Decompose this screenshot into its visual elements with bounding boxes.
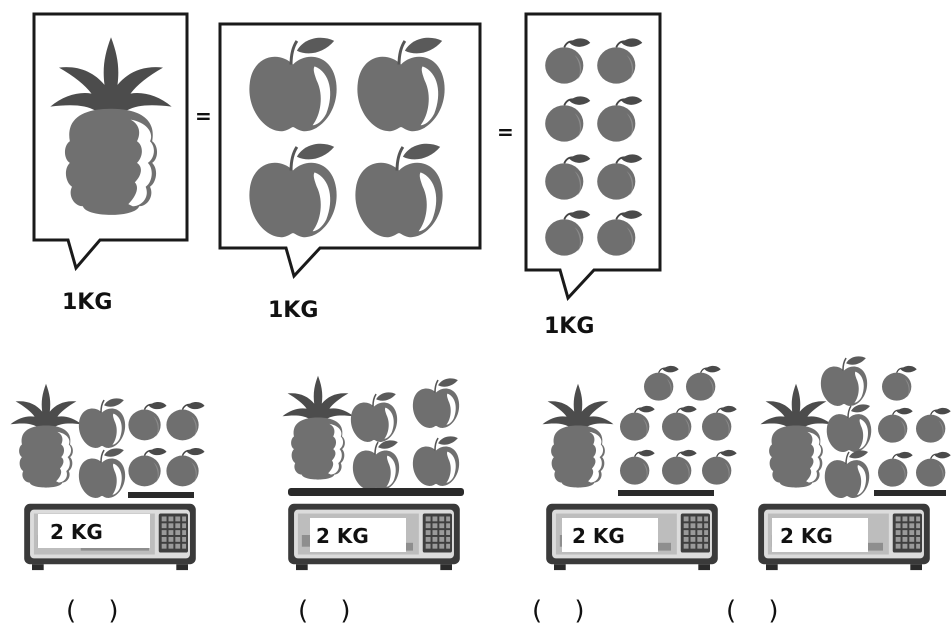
answer-blank-4[interactable]: ( ) xyxy=(726,596,791,626)
answer-blank-3[interactable]: ( ) xyxy=(532,596,597,626)
apple-icon xyxy=(820,356,868,407)
scale-group-1 xyxy=(10,383,206,571)
lemon-icon xyxy=(915,407,952,444)
lemon-icon xyxy=(619,449,656,486)
equals-sign: = xyxy=(497,120,514,144)
equals-sign: = xyxy=(195,104,212,128)
lemon-icon xyxy=(165,447,206,488)
scale-group-3 xyxy=(542,365,738,571)
scale-display xyxy=(562,518,658,552)
scale-group-4 xyxy=(758,356,952,571)
answer-blank-2[interactable]: ( ) xyxy=(298,596,363,626)
lemon-icon xyxy=(619,405,656,442)
lemon-icon xyxy=(661,449,698,486)
apples-weight-label: 1KG xyxy=(268,298,319,323)
scale-2-reading: 2 KG xyxy=(316,524,369,548)
pineapple-weight-label: 1KG xyxy=(62,290,113,315)
lemon-icon xyxy=(643,365,680,402)
lemon-icon xyxy=(661,405,698,442)
apple-icon xyxy=(412,436,460,487)
scale-group-2 xyxy=(282,375,464,571)
lemon-icon xyxy=(877,451,914,488)
apple-icon xyxy=(825,404,873,453)
lemons-weight-label: 1KG xyxy=(544,314,595,339)
lemon-icon xyxy=(701,449,738,486)
scale-4-reading: 2 KG xyxy=(780,524,833,548)
answer-blank-1[interactable]: ( ) xyxy=(66,596,131,626)
apple-icon xyxy=(78,398,126,449)
pineapple-icon xyxy=(282,375,354,480)
lemon-icon xyxy=(881,365,918,402)
lemon-icon xyxy=(127,401,168,442)
apple-icon xyxy=(350,392,398,443)
lemon-icon xyxy=(127,447,168,488)
lemons-callout xyxy=(524,12,662,301)
apples-callout xyxy=(218,22,482,279)
scale-3-reading: 2 KG xyxy=(572,524,625,548)
apple-icon xyxy=(823,450,871,499)
pineapple-icon xyxy=(10,383,82,488)
apple-icon xyxy=(412,378,460,429)
pineapple-icon xyxy=(760,383,832,488)
pineapple-callout xyxy=(32,12,189,272)
scale-display xyxy=(38,514,150,548)
lemon-icon xyxy=(701,405,738,442)
lemon-icon xyxy=(685,365,722,402)
scale-1-reading: 2 KG xyxy=(50,520,103,544)
lemon-icon xyxy=(877,407,914,444)
apple-icon xyxy=(78,448,126,499)
pineapple-icon xyxy=(542,383,614,488)
scale-display xyxy=(772,518,868,552)
apple-icon xyxy=(352,440,400,491)
scale-display xyxy=(310,518,406,552)
lemon-icon xyxy=(915,451,952,488)
lemon-icon xyxy=(165,401,206,442)
